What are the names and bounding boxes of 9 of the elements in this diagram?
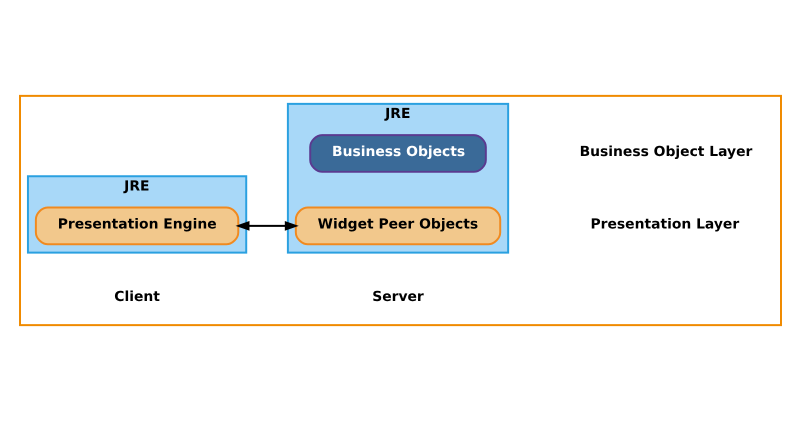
cluster — [19, 94, 782, 326]
label: Server — [372, 288, 424, 305]
label: Business Object Layer — [580, 144, 752, 160]
node-box: Business Objects — [309, 134, 487, 173]
node-box: Presentation Engine — [34, 206, 240, 246]
node-box: Widget Peer Objects — [294, 206, 502, 246]
arrow — [236, 221, 299, 231]
label: Client — [114, 288, 160, 305]
label: Presentation Layer — [590, 216, 740, 233]
